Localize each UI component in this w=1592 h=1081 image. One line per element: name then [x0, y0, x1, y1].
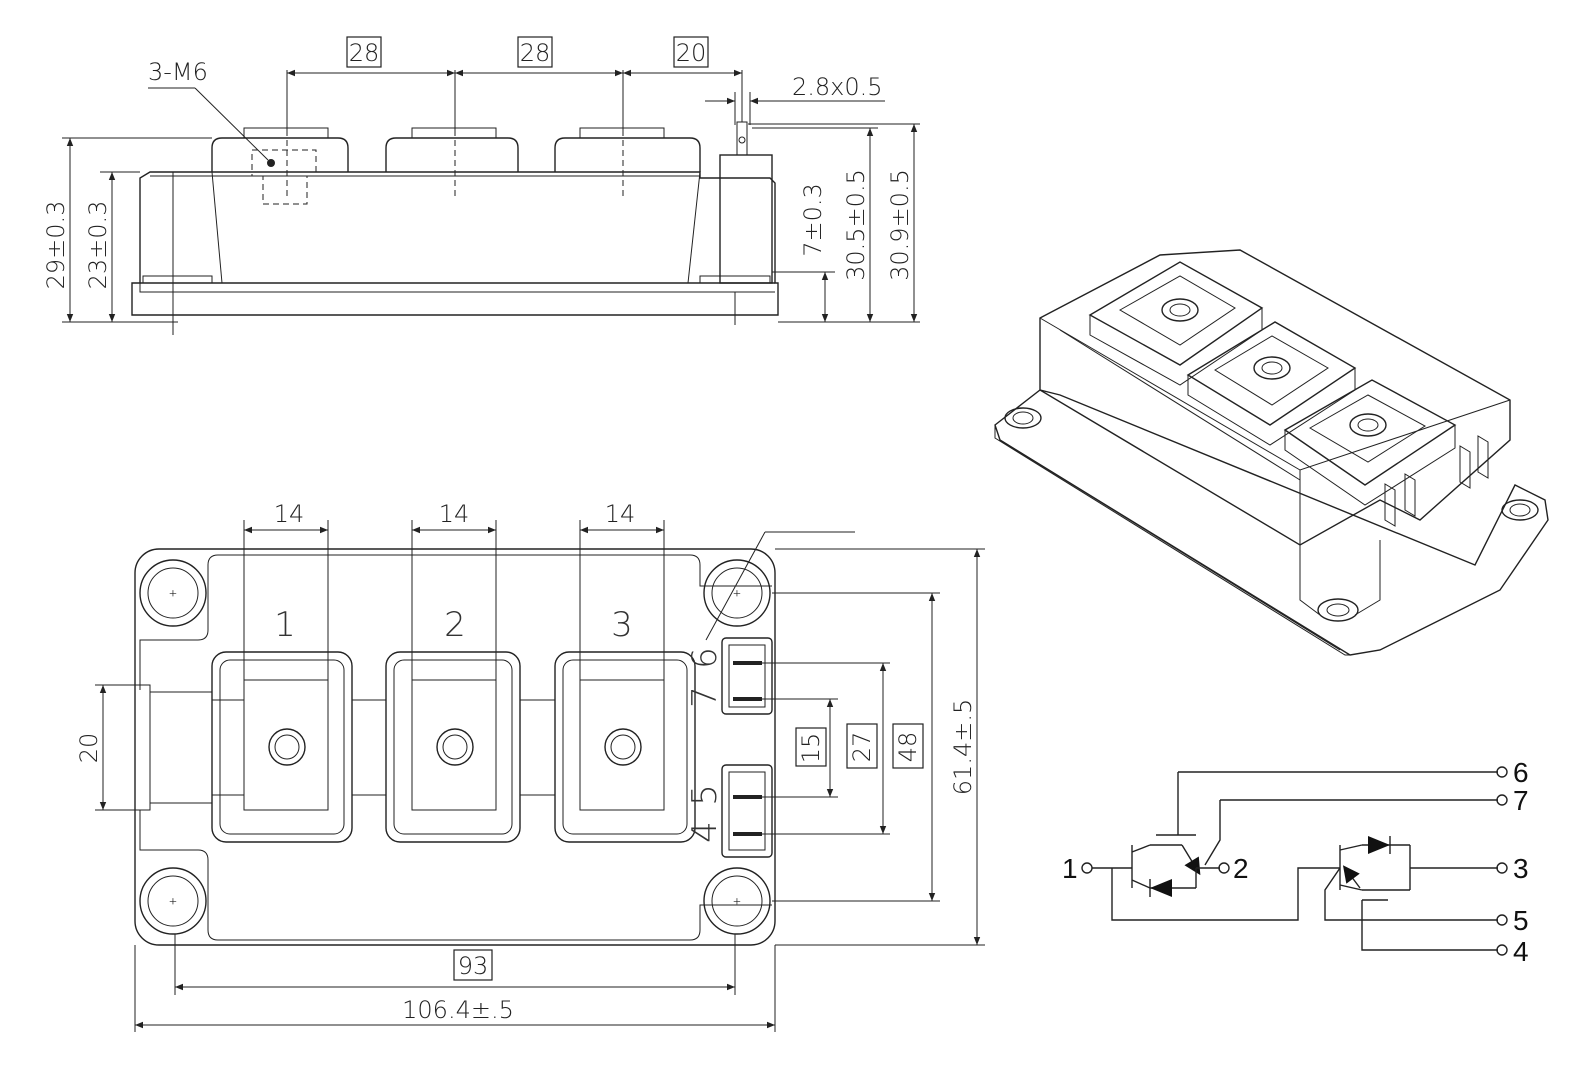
- height-7: 7±0.3: [799, 183, 827, 257]
- svg-text:+: +: [169, 895, 177, 910]
- height-29: 29±0.3: [42, 201, 70, 290]
- thread-label: 3-M6: [148, 58, 208, 86]
- schematic-pin-3: 3: [1513, 853, 1529, 884]
- dim-box-28-right: [517, 36, 553, 68]
- terminal-label-1: 1: [274, 605, 296, 645]
- height-23: 23±0.3: [84, 201, 112, 290]
- terminal-width-1: 14: [274, 500, 305, 528]
- terminal-width-2: 14: [439, 500, 470, 528]
- svg-text:+: +: [733, 895, 741, 910]
- pin-dim-27: 27: [848, 732, 876, 763]
- dim-20: 20: [676, 39, 707, 67]
- schematic-pin-2: 2: [1233, 853, 1249, 884]
- mounting-hole-tr: +: [703, 559, 771, 627]
- iso-terminal-1: [1088, 261, 1264, 386]
- dim-box-28-left: [346, 36, 382, 68]
- height-30-9: 30.9±0.5: [886, 169, 914, 281]
- schematic-pin-1: 1: [1062, 853, 1078, 884]
- terminal-3: [554, 651, 696, 843]
- mounting-hole-bl: +: [139, 867, 207, 935]
- terminal-width-3: 14: [605, 500, 636, 528]
- pin-label-7: 7: [685, 686, 725, 708]
- side-view: 28 28 20 2.8x0.5 3-M6 29±0.3 23±0.3 7±0.…: [42, 36, 920, 335]
- schematic-pin-7: 7: [1513, 785, 1529, 816]
- height-30-5: 30.5±0.5: [842, 169, 870, 281]
- terminal-label-2: 2: [444, 605, 466, 645]
- iso-terminal-3: [1283, 379, 1457, 506]
- mounting-hole-tl: +: [139, 559, 207, 627]
- iso-terminal-2: [1186, 321, 1357, 446]
- svg-text:+: +: [169, 587, 177, 602]
- terminal-2: [385, 651, 521, 843]
- lead-dim-label: 2.8x0.5: [792, 73, 883, 101]
- pin-label-5: 5: [685, 784, 725, 806]
- overall-width-dim: 106.4±.5: [402, 996, 514, 1024]
- left-dim-20: 20: [75, 733, 103, 764]
- terminal-label-3: 3: [611, 605, 633, 645]
- mounting-hole-br: +: [703, 867, 771, 935]
- pin-label-6: 6: [685, 647, 725, 669]
- pin-dim-48: 48: [894, 732, 922, 763]
- terminal-1: [211, 651, 353, 843]
- isometric-module-view: [994, 249, 1549, 656]
- pin-dim-15: 15: [797, 733, 825, 764]
- schematic-pin-6: 6: [1513, 757, 1529, 788]
- pin-label-4: 4: [685, 821, 725, 843]
- dim-box-20: [673, 36, 709, 68]
- top-view: + + + +: [75, 500, 985, 1032]
- schematic-pin-5: 5: [1513, 905, 1529, 936]
- circuit-schematic: 1 2 3 4 5 6 7: [1062, 757, 1529, 967]
- svg-text:+: +: [733, 587, 741, 602]
- mount-pitch-dim: 93: [458, 952, 489, 980]
- overall-height-dim: 61.4±.5: [949, 699, 977, 795]
- dim-28-left: 28: [349, 39, 380, 67]
- dim-28-right: 28: [520, 39, 551, 67]
- schematic-pin-4: 4: [1513, 936, 1529, 967]
